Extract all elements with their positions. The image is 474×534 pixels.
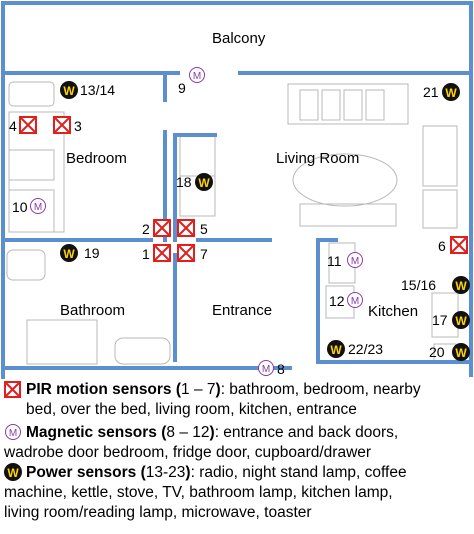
sensor-label-19: 19 — [84, 245, 100, 261]
pir-sensor-2 — [153, 219, 171, 237]
power-sensors: W W W W W W W W — [60, 81, 470, 361]
legend-magnetic-desc-2: wadrobe door bedroom, fridge door, cupbo… — [4, 444, 372, 461]
legend-mag-range: 8 – 12 — [166, 424, 210, 441]
sensor-label-22-23: 22/23 — [348, 341, 384, 357]
power-sensor-21: W — [442, 83, 460, 101]
magnetic-icon: M — [5, 424, 21, 440]
power-sensor-18: W — [195, 173, 213, 191]
sensor-label-7: 7 — [200, 246, 208, 262]
power-sensor-17: W — [452, 311, 470, 329]
legend-power-desc-2: machine, kettle, stove, TV, bathroom lam… — [4, 484, 393, 501]
magnetic-sensor-8: M — [258, 360, 274, 376]
svg-text:M: M — [351, 256, 359, 267]
sensor-label-21: 21 — [423, 84, 439, 100]
legend-pir-desc-2: bed, over the bed, living room, kitchen,… — [26, 401, 357, 418]
sensor-label-10: 10 — [12, 199, 28, 215]
sensor-label-11: 11 — [327, 253, 342, 269]
sensor-label-1: 1 — [142, 246, 150, 262]
room-label-bedroom: Bedroom — [66, 150, 127, 167]
sensor-label-15-16: 15/16 — [401, 277, 437, 293]
sensor-label-8: 8 — [277, 361, 285, 377]
pir-sensor-1 — [153, 244, 171, 262]
pir-sensors — [19, 116, 468, 262]
svg-text:W: W — [7, 466, 19, 480]
power-sensor-20: W — [452, 343, 470, 361]
room-label-living-room: Living Room — [276, 150, 360, 167]
magnetic-sensor-11: M — [347, 252, 363, 268]
svg-text:W: W — [198, 176, 210, 190]
room-label-kitchen: Kitchen — [368, 303, 419, 320]
pir-sensor-7 — [177, 244, 195, 262]
svg-text:W: W — [455, 279, 467, 293]
svg-text:M: M — [34, 202, 42, 213]
svg-text:W: W — [63, 84, 75, 98]
legend-mag-title: Magnetic sensors ( — [26, 424, 167, 441]
svg-text:W: W — [455, 314, 467, 328]
svg-text:M: M — [193, 71, 201, 82]
sensor-label-12: 12 — [329, 293, 345, 309]
power-sensor-13-14: W — [60, 81, 78, 99]
legend-pir-line-1: PIR motion sensors (1 – 7): bathroom, be… — [4, 380, 470, 400]
legend-pow-range: 13-23 — [145, 464, 186, 481]
sensor-label-17: 17 — [432, 312, 448, 328]
pir-sensor-5 — [177, 219, 195, 237]
legend-power-line-1: Power sensors (13-23): radio, night stan… — [4, 463, 470, 483]
sensor-label-18: 18 — [176, 174, 192, 190]
power-icon: W — [4, 463, 22, 481]
power-sensor-15-16: W — [452, 276, 470, 294]
legend-mag-close: ) — [209, 424, 215, 441]
legend-pir-desc-1: : bathroom, bedroom, nearby — [220, 381, 421, 398]
room-label-entrance: Entrance — [212, 302, 273, 319]
sensor-label-6: 6 — [438, 238, 446, 254]
pir-sensor-6 — [450, 236, 468, 254]
legend-pow-close: ) — [185, 464, 191, 481]
svg-text:M: M — [262, 364, 270, 375]
sensor-label-20: 20 — [429, 344, 445, 360]
sensor-label-9: 9 — [178, 80, 186, 96]
sensor-label-13-14: 13/14 — [80, 82, 116, 98]
sensor-label-2: 2 — [142, 221, 150, 237]
walls — [1, 1, 473, 379]
legend-pow-desc-1: : radio, night stand lamp, coffee — [190, 464, 407, 481]
svg-text:M: M — [9, 428, 17, 439]
sensor-label-3: 3 — [74, 118, 82, 134]
svg-text:W: W — [63, 247, 75, 261]
sensor-label-4: 4 — [9, 118, 17, 134]
pir-sensor-4 — [19, 116, 37, 134]
pir-sensor-3 — [53, 116, 71, 134]
svg-text:W: W — [330, 343, 342, 357]
legend-pir-range: 1 – 7 — [181, 381, 216, 398]
room-label-balcony: Balcony — [212, 30, 266, 47]
svg-text:M: M — [351, 296, 359, 307]
legend-mag-desc-1: : entrance and back doors, — [214, 424, 399, 441]
magnetic-sensor-9: M — [189, 67, 205, 83]
sensor-label-5: 5 — [200, 221, 208, 237]
legend-magnetic-line-1: Magnetic sensors (8 – 12): entrance and … — [4, 423, 470, 443]
magnetic-sensor-10: M — [30, 198, 46, 214]
legend-power-desc-3: living room/reading lamp, microwave, toa… — [4, 504, 312, 521]
power-sensor-22-23: W — [327, 340, 345, 358]
magnetic-sensors: M M M M M — [30, 67, 363, 376]
legend: PIR motion sensors (1 – 7): bathroom, be… — [0, 378, 474, 534]
svg-text:W: W — [445, 86, 457, 100]
legend-pow-title: Power sensors ( — [26, 464, 146, 481]
power-sensor-19: W — [60, 244, 78, 262]
floor-plan: M M M M M W W W W W W W W — [1, 1, 473, 379]
svg-text:W: W — [455, 346, 467, 360]
legend-pir-title: PIR motion sensors ( — [26, 381, 182, 398]
magnetic-sensor-12: M — [347, 292, 363, 308]
room-label-bathroom: Bathroom — [60, 302, 126, 319]
legend-pir-close: ) — [215, 381, 221, 398]
pir-icon — [4, 381, 21, 398]
